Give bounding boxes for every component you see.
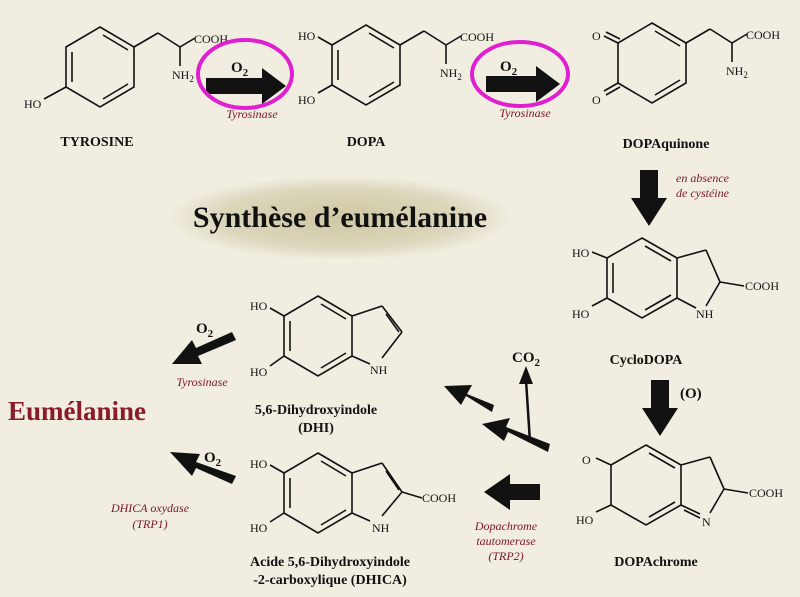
highlight-circle-1: [196, 38, 294, 110]
o2-reagent-4: O2: [204, 450, 222, 469]
dhica-oxidase-line1: DHICA oxydase: [110, 501, 190, 515]
dhica-label-line1: Acide 5,6-Dihydroxyindole: [250, 555, 410, 570]
dhica-nh: NH: [372, 521, 390, 535]
dhica-structure: HO HO COOH NH: [250, 452, 456, 535]
dopa-label: DOPA: [347, 135, 387, 150]
absence-cysteine-line2: de cystéine: [676, 186, 730, 200]
dopa-structure: COOH NH2 HO HO: [298, 24, 494, 107]
tautomerase-line3: (TRP2): [488, 549, 523, 563]
dopa-ho-top: HO: [298, 29, 316, 43]
dhica-ho-bottom: HO: [250, 521, 268, 535]
reaction-arrow-dhica-polymerization: O2 DHICA oxydase (TRP1): [110, 450, 236, 531]
dhica-oxidase-line2: (TRP1): [132, 517, 167, 531]
title-glow: [168, 176, 512, 260]
co2-label: CO2: [512, 350, 541, 369]
tyrosine-label: TYROSINE: [60, 135, 133, 150]
cyclodopa-label: CycloDOPA: [610, 353, 684, 368]
tyrosinase-label-3: Tyrosinase: [176, 375, 228, 389]
reaction-arrow-tautomerase: Dopachrome tautomerase (TRP2): [474, 474, 540, 563]
oxidation-label: (O): [680, 386, 702, 402]
dopaquinone-label: DOPAquinone: [623, 137, 710, 152]
tyrosine-cooh: COOH: [194, 32, 228, 46]
highlight-circle-2: [470, 40, 570, 108]
dopaquinone-nh2: NH2: [726, 64, 748, 80]
o2-reagent-2: O2: [500, 59, 518, 78]
diagram-title: Synthèse d’eumélanine: [193, 201, 487, 234]
tyrosinase-label-1: Tyrosinase: [226, 107, 278, 121]
dhi-label-line1: 5,6-Dihydroxyindole: [255, 403, 377, 418]
cyclodopa-ho-bottom: HO: [572, 307, 590, 321]
reaction-arrow-decarboxylation: CO2: [444, 350, 550, 452]
cyclodopa-ho-top: HO: [572, 246, 590, 260]
dopaquinone-o-top: O: [592, 29, 601, 43]
reaction-arrow-tyrosinase-1: O2 Tyrosinase: [196, 38, 294, 121]
dopachrome-cooh: COOH: [749, 486, 783, 500]
dhica-cooh: COOH: [422, 491, 456, 505]
dopachrome-n: N: [702, 515, 711, 529]
cyclodopa-nh: NH: [696, 307, 714, 321]
cyclodopa-cooh: COOH: [745, 279, 779, 293]
dhi-nh: NH: [370, 363, 388, 377]
dhi-structure: HO HO NH: [250, 295, 403, 379]
dopaquinone-cooh: COOH: [746, 28, 780, 42]
dopaquinone-o-bottom: O: [592, 93, 601, 107]
dhi-ho-bottom: HO: [250, 365, 268, 379]
tautomerase-line1: Dopachrome: [474, 519, 538, 533]
dhi-label-line2: (DHI): [298, 421, 334, 436]
dhica-label-line2: -2-carboxylique (DHICA): [253, 573, 407, 588]
tyrosine-structure: COOH NH2 HO: [24, 26, 228, 111]
eumelanine-product-label: Eumélanine: [8, 396, 146, 426]
dopachrome-label: DOPAchrome: [614, 555, 697, 570]
tyrosinase-label-2: Tyrosinase: [499, 106, 551, 120]
tyrosine-nh2: NH2: [172, 68, 194, 84]
reaction-arrow-dhi-polymerization: O2 Tyrosinase: [172, 321, 236, 389]
o2-reagent-1: O2: [231, 60, 249, 79]
reaction-arrow-cyclization: en absence de cystéine: [631, 170, 730, 226]
reaction-arrow-oxidation: (O): [642, 380, 702, 436]
dopachrome-structure: O HO COOH N: [576, 444, 783, 529]
tautomerase-line2: tautomerase: [476, 534, 536, 548]
tyrosine-ho: HO: [24, 97, 42, 111]
dopachrome-ho: HO: [576, 513, 594, 527]
cyclodopa-structure: HO HO COOH NH: [572, 237, 779, 321]
dopa-cooh: COOH: [460, 30, 494, 44]
o2-reagent-3: O2: [196, 321, 214, 340]
dhica-ho-top: HO: [250, 457, 268, 471]
dopa-ho-bottom: HO: [298, 93, 316, 107]
absence-cysteine-line1: en absence: [676, 171, 730, 185]
dhi-ho-top: HO: [250, 299, 268, 313]
reaction-arrow-tyrosinase-2: O2 Tyrosinase: [470, 40, 570, 120]
dopaquinone-structure: O O COOH NH2: [592, 22, 780, 107]
dopa-nh2: NH2: [440, 66, 462, 82]
dopachrome-o: O: [582, 453, 591, 467]
